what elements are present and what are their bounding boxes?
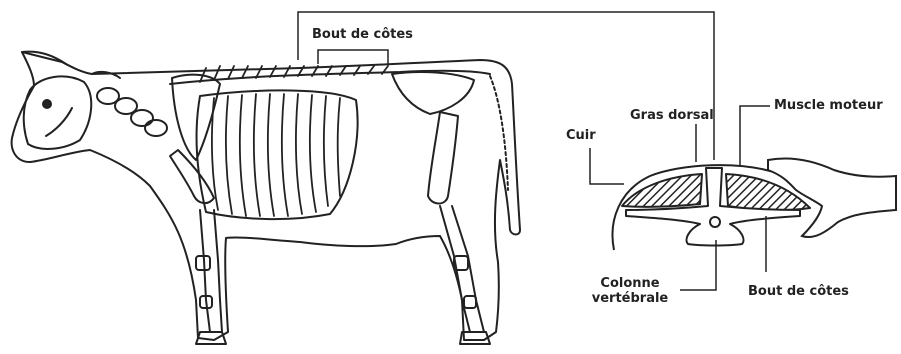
label-cuir: Cuir <box>566 128 596 143</box>
label-colonne-vertebrale: Colonne vertébrale <box>582 276 678 306</box>
label-muscle-moteur: Muscle moteur <box>774 98 883 113</box>
femur <box>428 112 458 204</box>
cow-eye <box>43 100 51 108</box>
cow-side-view <box>12 52 520 344</box>
humerus <box>170 150 214 203</box>
spinal-canal <box>710 217 720 227</box>
neck-vertebrae <box>97 88 167 136</box>
label-colonne-line2: vertébrale <box>582 291 678 306</box>
label-bout-de-cotes-top: Bout de côtes <box>312 27 413 42</box>
muscle-moteur-callout <box>740 106 770 166</box>
ribcage-outline <box>197 90 358 219</box>
muscle-left <box>622 174 702 207</box>
ribs <box>212 94 340 216</box>
cow-jaw <box>46 108 72 136</box>
cow-bout-de-cotes-bracket <box>318 50 388 64</box>
pelvis <box>392 72 474 114</box>
label-bout-de-cotes-bottom: Bout de côtes <box>748 284 849 299</box>
colonne-callout <box>680 240 716 290</box>
label-gras-dorsal: Gras dorsal <box>630 108 714 123</box>
cow-body-outline <box>12 52 520 340</box>
label-colonne-line1: Colonne <box>582 276 678 291</box>
cuir-callout <box>590 148 624 184</box>
